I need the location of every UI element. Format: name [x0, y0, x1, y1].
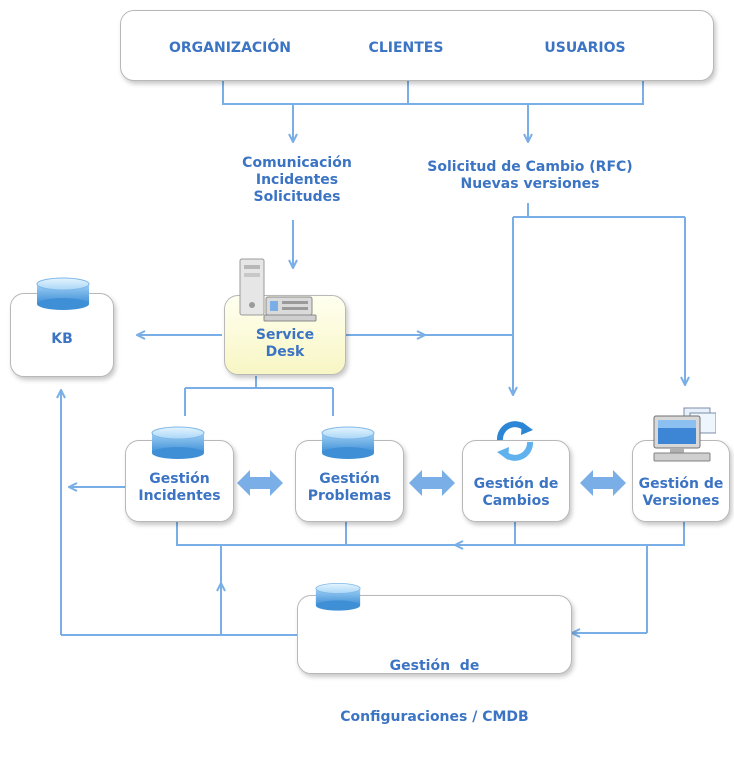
channel-left-label: Comunicación Incidentes Solicitudes [242, 155, 352, 205]
monitor-icon [653, 407, 716, 462]
refresh-icon [497, 421, 533, 461]
gestion-versiones-label: Gestión de Versiones [638, 476, 724, 509]
cmdb-label: Gestión de Configuraciones / CMDB [340, 658, 529, 725]
usuarios-label: USUARIOS [544, 40, 626, 56]
database-icon [315, 582, 361, 611]
gestion-cambios-box [462, 440, 570, 522]
database-icon [36, 277, 90, 310]
connector-lines [0, 80, 734, 676]
database-icon [321, 426, 375, 459]
computer-icon [239, 258, 317, 322]
organizacion-label: ORGANIZACIÓN [168, 40, 292, 56]
itil-diagram: ORGANIZACIÓN CLIENTES USUARIOS Comunicac… [0, 10, 734, 725]
channel-right-label: Solicitud de Cambio (RFC) Nuevas version… [427, 159, 633, 192]
gestion-problemas-label: Gestión Problemas [307, 471, 392, 504]
clientes-label: CLIENTES [368, 40, 444, 56]
service-desk-label: Service Desk [255, 327, 315, 360]
gestion-cambios-label: Gestión de Cambios [473, 476, 559, 509]
database-icon [151, 426, 205, 459]
double-arrow-icon [409, 470, 455, 496]
kb-label: KB [51, 331, 73, 347]
double-arrow-icon [580, 470, 626, 496]
stakeholders-box [120, 10, 714, 81]
double-arrow-icon [237, 470, 283, 496]
gestion-incidentes-label: Gestión Incidentes [138, 471, 221, 504]
